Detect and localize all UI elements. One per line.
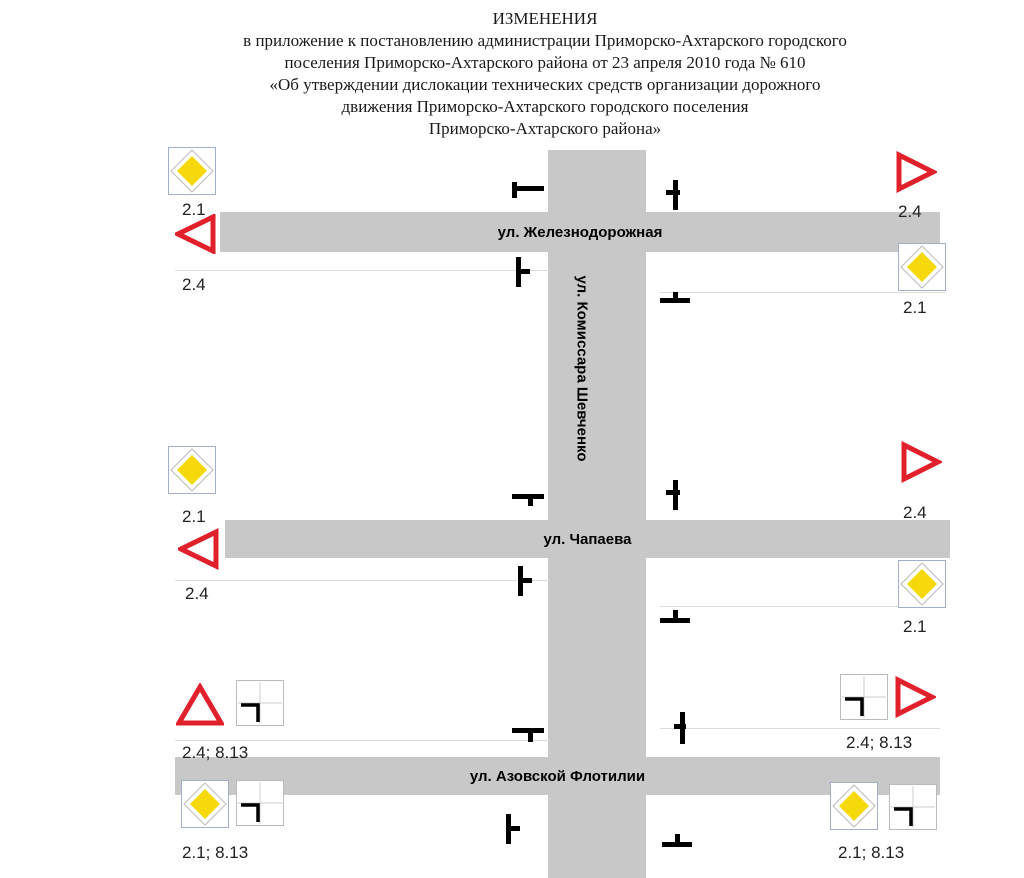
sign-post-icon [512,494,544,506]
sign-label: 2.4 [185,584,209,603]
street-zheleznodorozhnaya-label: ул. Железнодорожная [497,223,663,241]
sign-post-icon [506,814,520,844]
guide-line [660,728,940,729]
sign-label: 2.4 [898,202,922,221]
street-shevchenko-label: ул. Комиссара Шевченко [573,275,591,462]
guide-line [660,292,945,293]
give-way-sign-icon [895,676,936,718]
sign-post-icon [512,182,544,198]
guide-line [175,580,550,581]
street-shevchenko [548,150,646,878]
sign-label: 2.4; 8.13 [182,743,249,762]
main-road-sign-icon [830,782,878,830]
sign-post-icon [674,712,686,744]
sign-label: 2.1 [182,200,206,219]
sign-label: 2.4 [182,275,206,294]
main-road-sign-icon [898,243,946,291]
header-line-3: поселения Приморско-Ахтарского района от… [284,53,806,72]
street-zheleznodorozhnaya: ул. Железнодорожная [220,212,940,252]
header-title: ИЗМЕНЕНИЯ [492,9,598,28]
sign-label: 2.1; 8.13 [838,843,905,862]
guide-line [175,270,550,271]
give-way-sign-icon [178,528,219,570]
street-chapaeva-label: ул. Чапаева [543,530,632,548]
main-road-sign-icon [181,780,229,828]
main-road-sign-icon [168,147,216,195]
sign-label: 2.1 [182,507,206,526]
main-road-direction-plate-icon [889,784,937,830]
header-line-6: Приморско-Ахтарского района» [428,119,662,138]
street-chapaeva: ул. Чапаева [225,520,950,558]
give-way-sign-icon [175,214,216,254]
sign-post-icon [660,292,690,303]
sign-label: 2.1; 8.13 [182,843,249,862]
sign-post-icon [518,566,532,596]
sign-post-icon [666,480,680,510]
give-way-sign-icon [901,441,942,483]
sign-post-icon [666,180,680,210]
guide-line [175,740,550,741]
sign-post-icon [660,610,690,623]
main-road-direction-plate-icon [236,680,284,726]
main-road-direction-plate-icon [236,780,284,826]
header-line-4: «Об утверждении дислокации технических с… [269,75,821,94]
main-road-sign-icon [898,560,946,608]
sign-label: 2.4 [903,503,927,522]
main-road-sign-icon [168,446,216,494]
document-header: ИЗМЕНЕНИЯ в приложение к постановлению а… [0,8,1024,140]
street-azovskoy-flotilii: ул. Азовской Флотилии [175,757,940,795]
street-azovskoy-label: ул. Азовской Флотилии [469,767,646,785]
sign-label: 2.1 [903,617,927,636]
sign-label: 2.1 [903,298,927,317]
give-way-sign-icon [176,683,224,726]
guide-line [660,606,945,607]
sign-label: 2.4; 8.13 [846,733,913,752]
sign-post-icon [516,257,530,287]
main-road-direction-plate-icon [840,674,888,720]
sign-post-icon [662,834,692,847]
header-line-5: движения Приморско-Ахтарского городского… [341,97,749,116]
header-line-2: в приложение к постановлению администрац… [243,31,847,50]
give-way-sign-icon [896,151,937,193]
sign-post-icon [512,728,544,742]
